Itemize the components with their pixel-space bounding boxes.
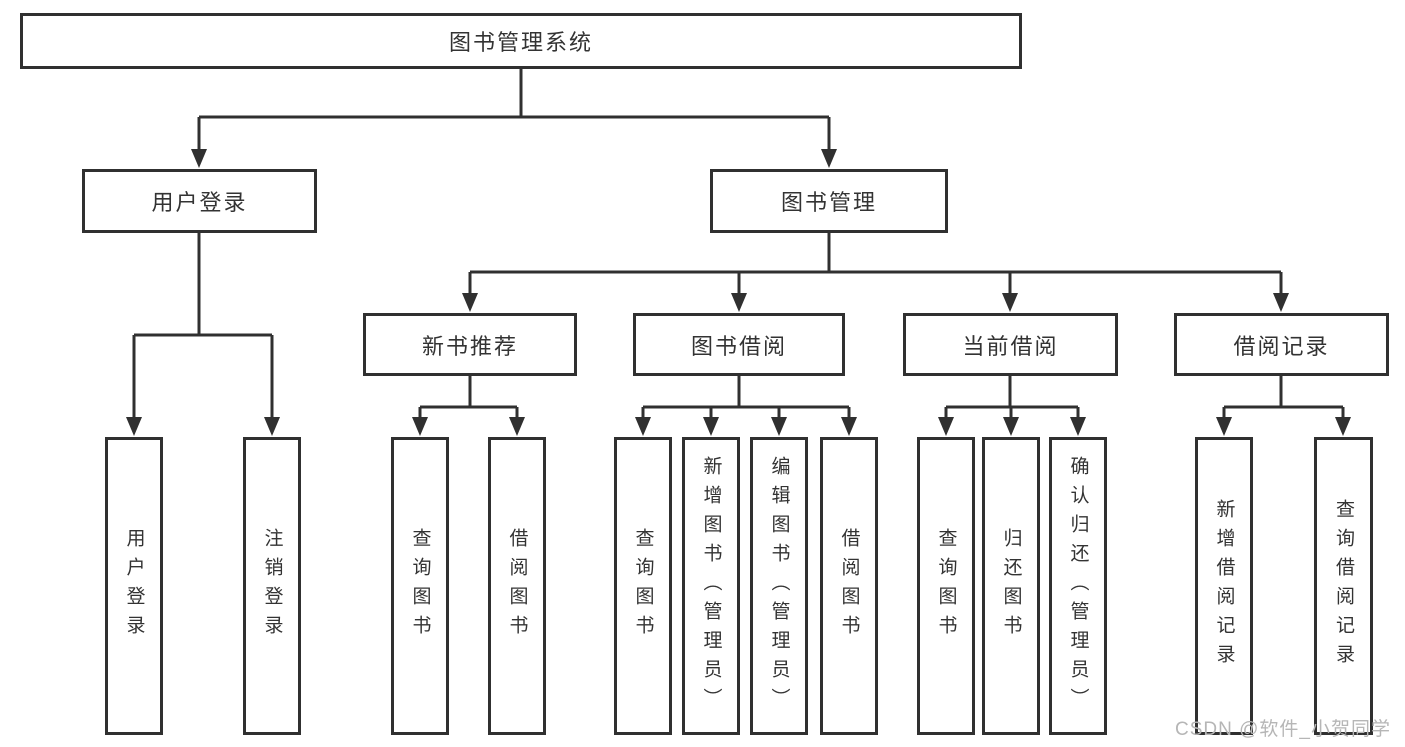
leaf-borrowing-borrow-books: 借阅图书 [820,437,878,735]
node-new-book-recommendation: 新书推荐 [363,313,577,376]
leaf-borrowing-query-books: 查询图书 [614,437,672,735]
node-user-login: 用户登录 [82,169,317,233]
leaf-user-login: 用户登录 [105,437,163,735]
leaf-logout: 注销登录 [243,437,301,735]
leaf-borrowing-add-books-admin: 新增图书（管理员） [682,437,740,735]
leaf-current-confirm-return-admin: 确认归还（管理员） [1049,437,1107,735]
leaf-records-add-borrow-record: 新增借阅记录 [1195,437,1253,735]
node-borrowing-records: 借阅记录 [1174,313,1389,376]
node-library-system: 图书管理系统 [20,13,1022,69]
leaf-borrowing-edit-books-admin: 编辑图书（管理员） [750,437,808,735]
leaf-current-query-books: 查询图书 [917,437,975,735]
node-book-borrowing: 图书借阅 [633,313,845,376]
node-book-management: 图书管理 [710,169,948,233]
leaf-records-query-borrow-record: 查询借阅记录 [1314,437,1373,735]
csdn-watermark: CSDN @软件_小贺同学 [1175,719,1391,740]
leaf-recommend-borrow-books: 借阅图书 [488,437,546,735]
leaf-recommend-query-books: 查询图书 [391,437,449,735]
node-current-borrowing: 当前借阅 [903,313,1118,376]
leaf-current-return-books: 归还图书 [982,437,1040,735]
